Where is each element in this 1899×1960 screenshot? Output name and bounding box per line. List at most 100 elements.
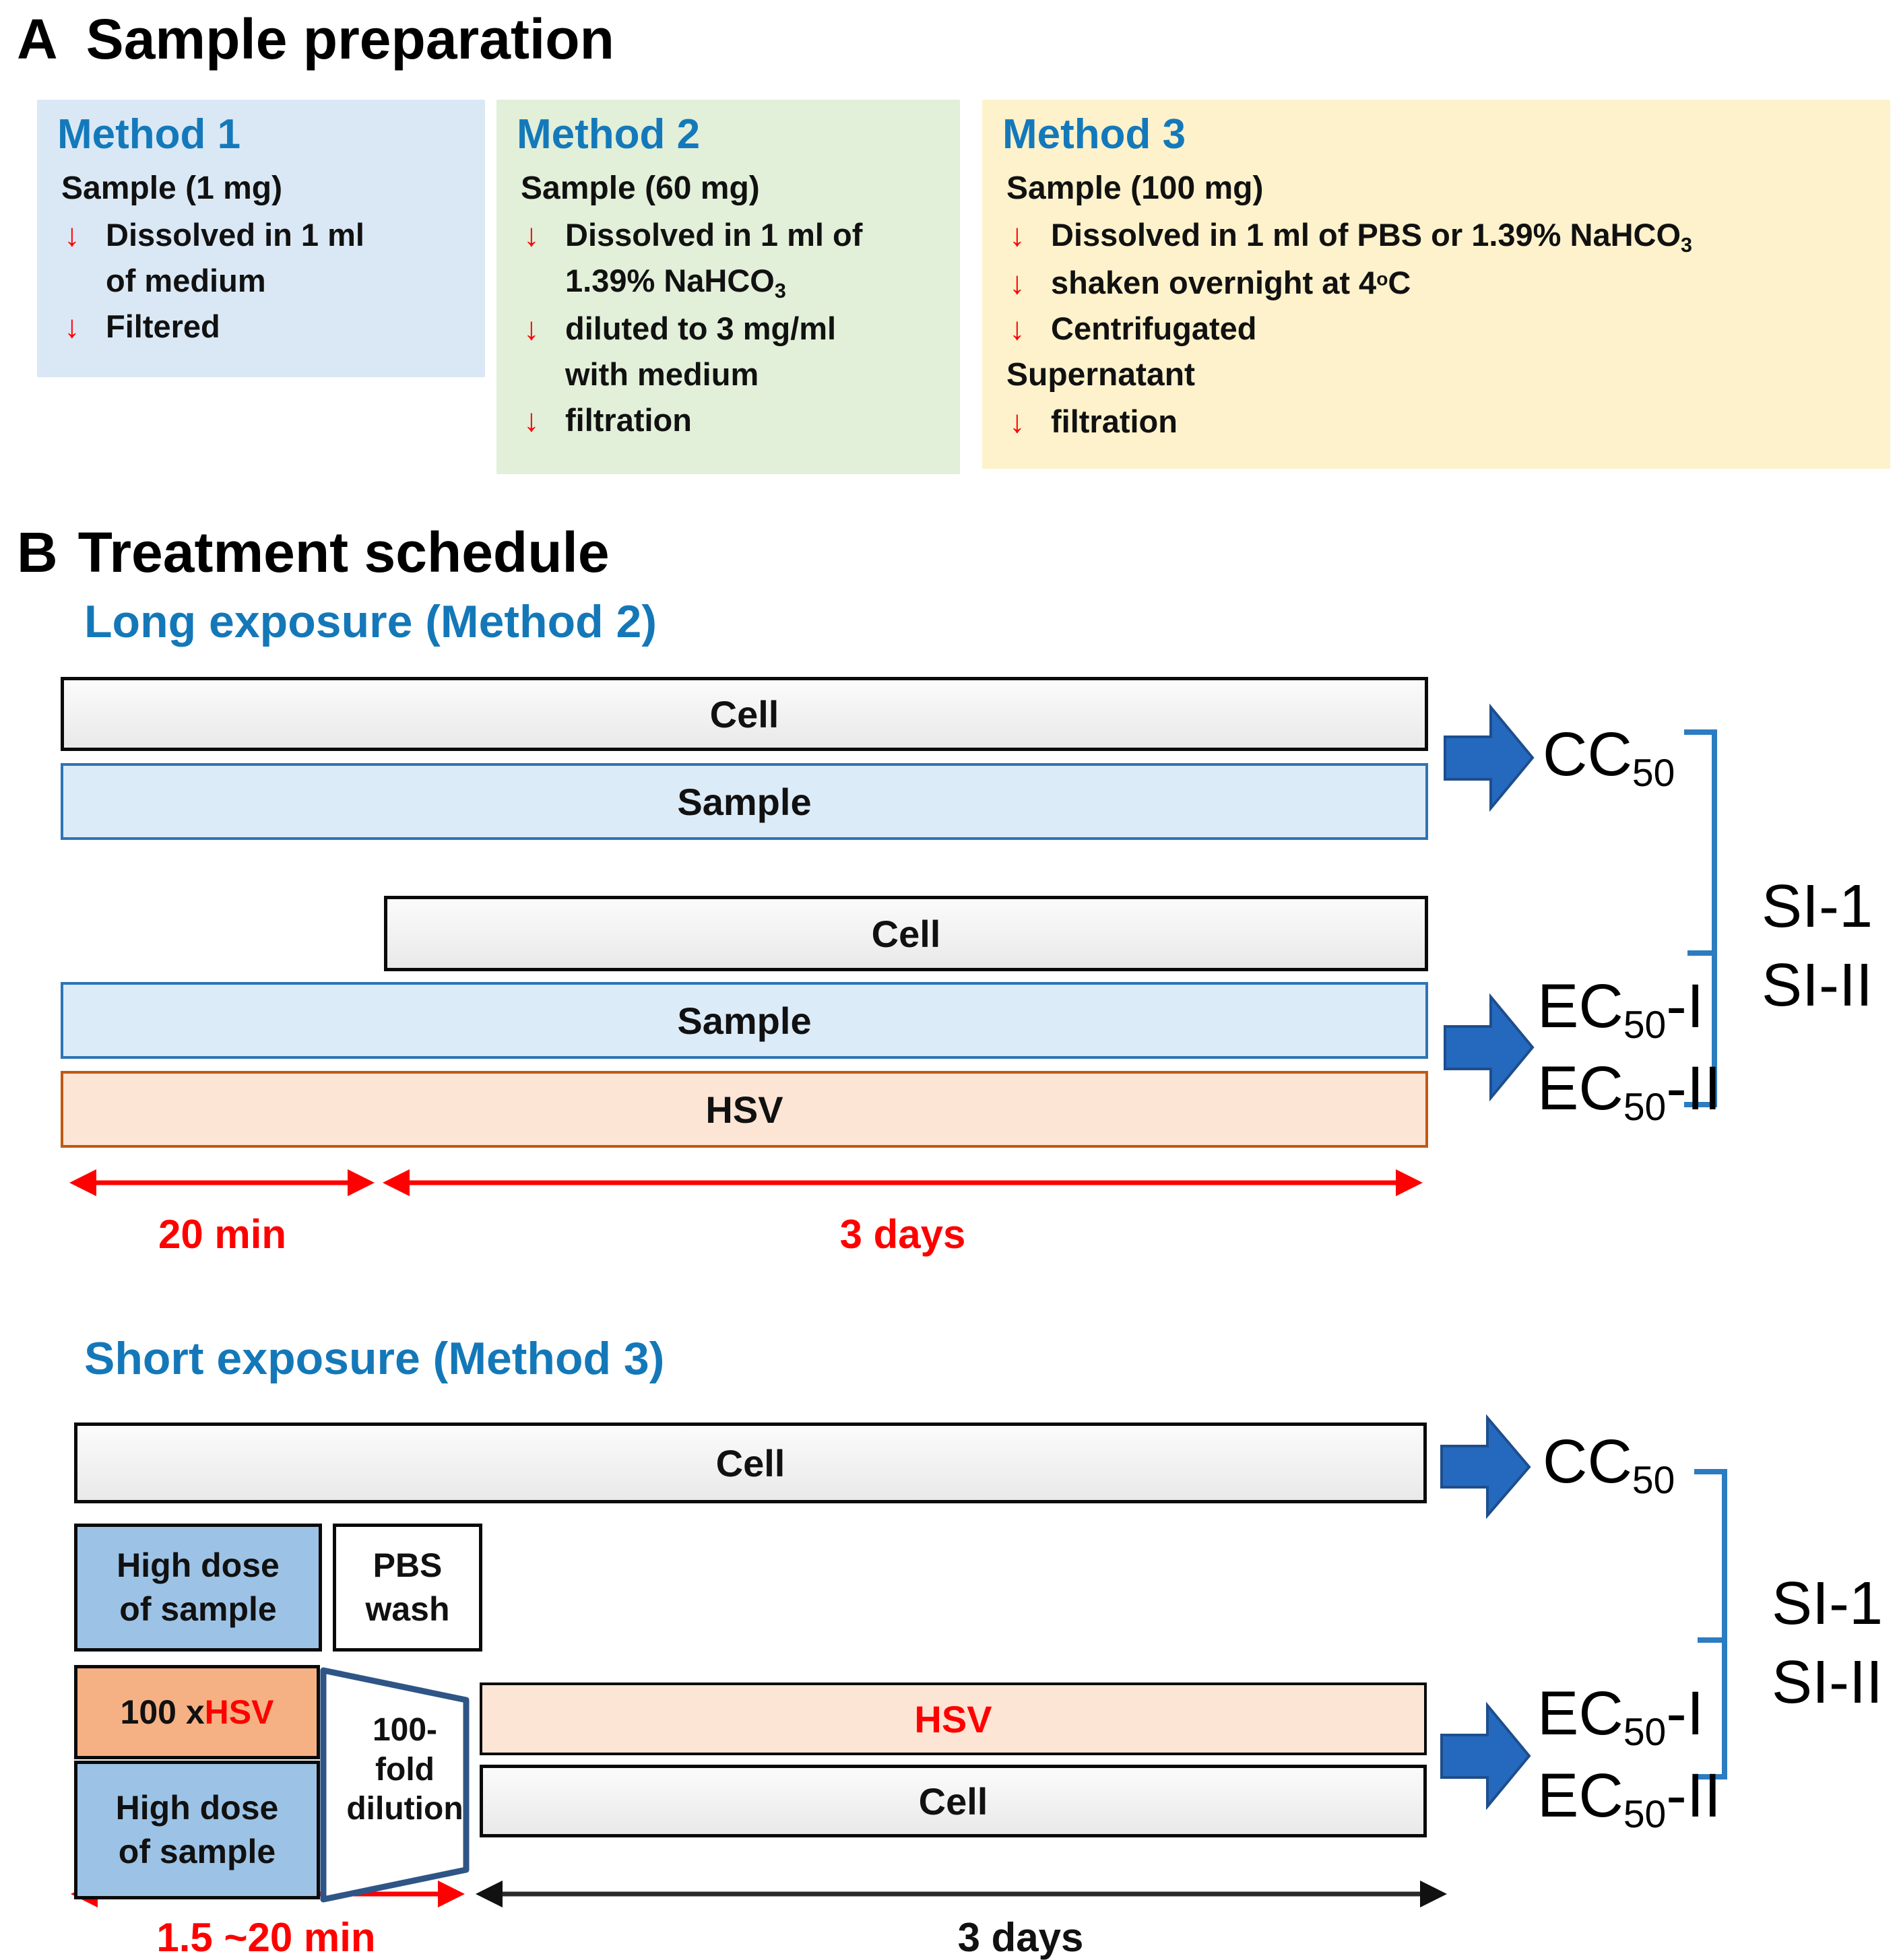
down-arrow-icon: ↓ [1009,216,1025,253]
method-2-step: ↓ filtration [517,397,942,443]
cc50-label: CC50 [1543,719,1675,795]
method-1-step-text: Filtered [106,308,220,344]
method-3-card: Method 3 Sample (100 mg) ↓ Dissolved in … [982,100,1890,469]
hsv-bar: HSV [480,1683,1427,1755]
hsv-100x-box: 100 x HSV [74,1665,320,1759]
down-arrow-icon: ↓ [64,308,80,344]
method-2-step-cont: 1.39% NaHCO3 [517,258,942,306]
method-3-step: ↓ Centrifugated [1002,306,1873,352]
method-2-step-text: Dissolved in 1 ml of [565,216,863,253]
funnel-line2: fold [375,1751,434,1788]
long-exposure-heading: Long exposure (Method 2) [84,596,657,647]
panel-b-title: B Treatment schedule [17,520,610,585]
ec50-sub: 50 [1623,1003,1667,1047]
cc50-arrow-icon [1444,703,1535,812]
method-1-step-cont-text: of medium [106,262,266,298]
down-arrow-icon: ↓ [1009,403,1025,439]
high-dose-line1: High dose [115,1789,279,1827]
ec50-ii-label: EC50-II [1537,1761,1721,1837]
hsv-100x-hsv: HSV [204,1693,274,1731]
timeline-arrow-20min [69,1169,375,1196]
panel-a-letter: A [17,7,58,71]
sample-bar-label: Sample [677,780,812,823]
method-2-step: ↓ Dissolved in 1 ml of [517,212,942,258]
si-1-label: SI-1 [1762,873,1873,940]
ec50-sub: 50 [1623,1792,1667,1836]
method-1-card: Method 1 Sample (1 mg) ↓ Dissolved in 1 … [37,100,485,377]
hsv-bar-label: HSV [705,1088,783,1131]
down-arrow-icon: ↓ [1009,265,1025,301]
time-1p5-20min-label: 1.5 ~20 min [156,1915,376,1960]
cell-bar-label: Cell [715,1441,785,1484]
method-2-title: Method 2 [517,111,701,158]
high-dose-box: High dose of sample [74,1761,320,1899]
sample-bar: Sample [61,763,1428,840]
ec50-i-label: EC50-I [1537,971,1704,1047]
high-dose-line2: of sample [118,1833,276,1870]
method-2-step: ↓ diluted to 3 mg/ml [517,306,942,352]
down-arrow-icon: ↓ [1009,311,1025,347]
ec50-suffix: -II [1666,1054,1722,1123]
panel-b-letter: B [17,521,58,584]
method-2-card: Method 2 Sample (60 mg) ↓ Dissolved in 1… [496,100,960,474]
cc50-base: CC [1543,720,1632,789]
cell-bar: Cell [384,896,1428,971]
panel-b-title-text: Treatment schedule [77,521,610,584]
short-exposure-heading: Short exposure (Method 3) [84,1333,665,1384]
cell-bar-label: Cell [918,1779,988,1823]
method-1-step: ↓ Dissolved in 1 ml [57,212,468,258]
down-arrow-icon: ↓ [64,216,80,253]
panel-a-title-text: Sample preparation [86,7,614,71]
ec50-suffix: -II [1666,1761,1722,1830]
superscript: o [1376,267,1388,290]
cell-bar: Cell [61,677,1428,751]
funnel-label: 100- fold dilution [333,1711,476,1829]
method-3-step: ↓ shaken overnight at 4oC [1002,260,1873,306]
panel-a-title: A Sample preparation [17,7,614,72]
ec50-suffix: -I [1666,1679,1704,1748]
down-arrow-icon: ↓ [523,216,540,253]
funnel-line1: 100- [372,1712,438,1748]
high-dose-line1: High dose [117,1546,280,1584]
method-3-step-text: Centrifugated [1051,311,1257,347]
method-3-step-text: filtration [1051,403,1178,439]
cc50-arrow-short-icon [1440,1414,1531,1520]
ec50-base: EC [1537,1679,1623,1748]
method-3-step-text: shaken overnight at 4 [1051,265,1377,301]
method-1-sample: Sample (1 mg) [61,170,283,206]
time-3days-label: 3 days [839,1212,966,1257]
hsv-bar-label: HSV [914,1697,992,1740]
cc50-sub: 50 [1632,1458,1675,1502]
funnel-line3: dilution [346,1791,463,1827]
cc50-label: CC50 [1543,1427,1675,1503]
high-dose-line2: of sample [119,1590,277,1628]
ec50-i-label: EC50-I [1537,1678,1704,1755]
pbs-line1: PBS [373,1546,443,1584]
dilution-funnel [320,1667,470,1903]
method-1-step-cont: of medium [57,258,468,304]
hsv-100x-pre: 100 x [120,1693,205,1731]
method-2-step-text: filtration [565,402,692,438]
ec50-sub: 50 [1623,1085,1667,1129]
ec50-ii-label: EC50-II [1537,1053,1721,1130]
cell-bar-label: Cell [871,912,941,955]
sample-bar: Sample [61,982,1428,1059]
method-1-step-text: Dissolved in 1 ml [106,216,364,253]
method-3-step-text: Dissolved in 1 ml of PBS or 1.39% NaHCO [1051,216,1681,253]
ec50-arrow-short-icon [1440,1701,1531,1810]
ec50-sub: 50 [1623,1710,1667,1754]
timeline-arrow-3days-long [383,1169,1423,1196]
pbs-wash-box: PBS wash [333,1524,482,1652]
down-arrow-icon: ↓ [523,311,540,347]
subscript: 3 [1681,233,1693,257]
method-1-title: Method 1 [57,111,241,158]
method-3-step-text: C [1388,265,1411,301]
timeline-arrow-3days-short [476,1881,1447,1907]
method-3-step: ↓ Dissolved in 1 ml of PBS or 1.39% NaHC… [1002,212,1873,260]
method-3-sample: Sample (100 mg) [1006,170,1264,206]
ec50-base: EC [1537,1054,1623,1123]
si-ii-label: SI-II [1772,1649,1884,1716]
time-20min-label: 20 min [158,1212,287,1257]
